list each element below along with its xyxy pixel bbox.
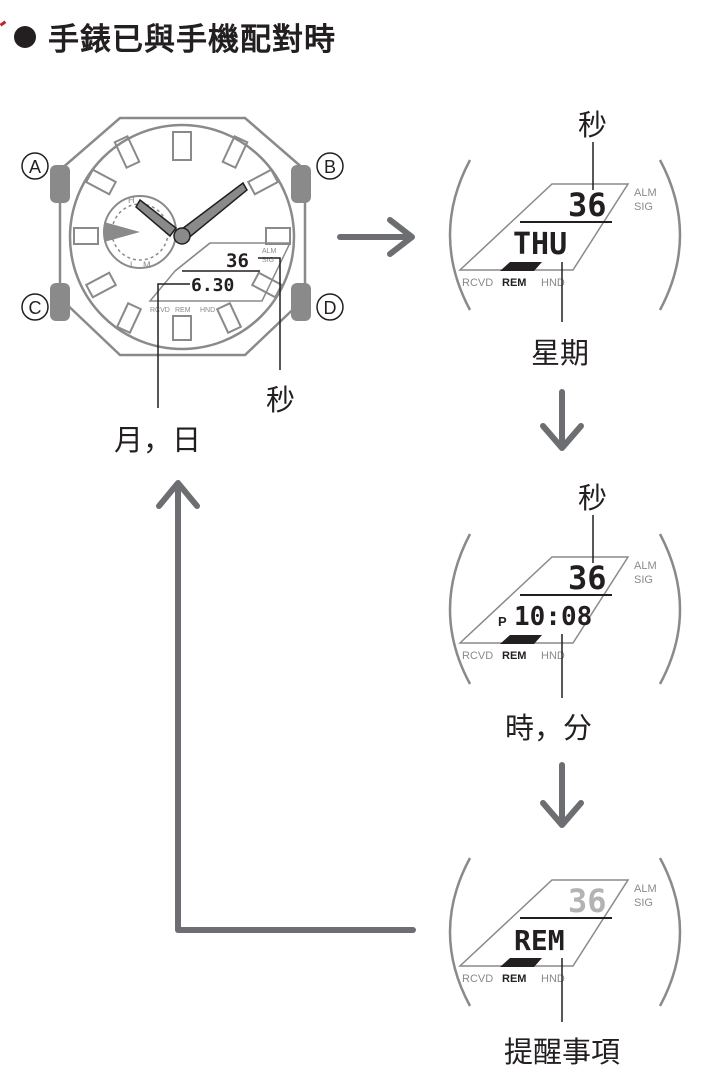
screen-reminder: 36 ALM SIG REM RCVD REM HND: [448, 857, 682, 1022]
screen1-hnd: HND: [541, 277, 565, 289]
watch-seconds-digits: 36: [226, 250, 249, 272]
hour-hand: [135, 198, 178, 238]
screen2-alm: ALM: [634, 560, 657, 572]
watch-alm-label: ALM: [262, 248, 277, 255]
subdial-letter-h: H: [128, 195, 135, 205]
screen2-hnd: HND: [541, 650, 565, 662]
screen2-seconds-callout: 秒: [578, 481, 608, 515]
button-c-label: C: [29, 298, 42, 318]
hands-pivot: [173, 227, 191, 245]
screen2-main: 10:08: [514, 602, 592, 632]
screen1-seconds: 36: [568, 186, 607, 224]
button-b-label: B: [324, 157, 336, 177]
screen1-main: THU: [513, 227, 567, 262]
arrow-right-head: [387, 217, 415, 257]
arrow-return-head: [156, 480, 200, 509]
flow-arrows: [156, 217, 584, 933]
screen1-seconds-callout: 秒: [578, 108, 608, 142]
screen2-prefix: P: [498, 614, 507, 629]
screen3-sig: SIG: [634, 897, 653, 909]
arrow-return-line: [175, 482, 416, 933]
hour-minute-callout: 時，分: [505, 711, 593, 745]
screen2-sig: SIG: [634, 574, 653, 586]
screen3-rem: REM: [502, 973, 526, 985]
watch-case: [58, 116, 307, 357]
screen3-seconds: 36: [568, 882, 607, 920]
watch-seconds-callout: 秒: [266, 383, 296, 417]
screen-weekday: 36 ALM SIG THU RCVD REM HND: [448, 142, 682, 322]
watch-rcvd-label: RCVD: [150, 307, 170, 314]
screen1-sig: SIG: [634, 201, 653, 213]
page-heading: 手錶已與手機配對時: [14, 14, 336, 59]
watch-bezel: [68, 123, 296, 351]
hour-markers: [73, 131, 291, 341]
button-labels: [21, 152, 344, 321]
watch-hnd-label: HND: [200, 307, 215, 314]
watch-illustration: [50, 116, 311, 357]
screen1-rcvd: RCVD: [462, 277, 493, 289]
watch-seconds-leader: [258, 257, 281, 370]
watch-rem-label: REM: [175, 307, 191, 314]
screen2-rem: REM: [502, 650, 526, 662]
button-c-shape[interactable]: [50, 283, 70, 321]
watch-sig-label: SIG: [262, 257, 274, 264]
watch-lcd: 36 ALM SIG 6.30 RCVD REM HND: [148, 242, 292, 314]
button-d-circle[interactable]: [316, 293, 344, 321]
bullet-dot: [14, 26, 36, 48]
button-a-label: A: [29, 157, 41, 177]
button-a-circle[interactable]: [21, 152, 49, 180]
reminder-callout: 提醒事項: [504, 1035, 621, 1069]
screen3-rcvd: RCVD: [462, 973, 493, 985]
subdial-letter-l: L: [130, 260, 135, 270]
screen3-hnd: HND: [541, 973, 565, 985]
arrow-down-2-head: [540, 800, 584, 828]
subdial-letter-m: M: [143, 260, 151, 270]
button-c-circle[interactable]: [21, 293, 49, 321]
button-d-label: D: [324, 298, 337, 318]
month-day-callout: 月，日: [114, 423, 202, 457]
screen3-main: REM: [514, 924, 565, 957]
screen-time: 36 ALM SIG P 10:08 RCVD REM HND: [448, 515, 682, 698]
watch-date-digits: 6.30: [191, 275, 234, 296]
screen1-rem: REM: [502, 277, 526, 289]
screen2-rcvd: RCVD: [462, 650, 493, 662]
screen3-alm: ALM: [634, 883, 657, 895]
weekday-callout: 星期: [531, 336, 590, 370]
button-b-shape[interactable]: [291, 165, 311, 203]
watch-hands: [104, 181, 248, 245]
button-b-circle[interactable]: [316, 152, 344, 180]
watch-date-leader: [157, 283, 190, 408]
screen2-seconds: 36: [568, 559, 607, 597]
sub-dial-hand: [104, 222, 140, 242]
arrow-down-1-head: [540, 423, 584, 451]
heading-text: 手錶已與手機配對時: [48, 22, 336, 58]
screen1-alm: ALM: [634, 187, 657, 199]
